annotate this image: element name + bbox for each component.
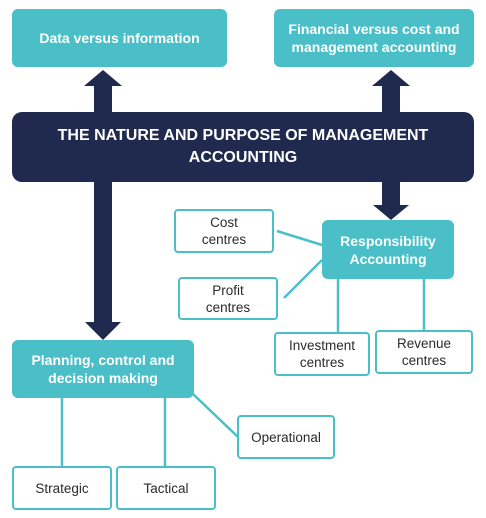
financial-vs-cost-label: Financial versus cost and management acc… — [288, 21, 460, 55]
investment-centres-box: Investment centres — [274, 332, 370, 376]
arrow-to-data-vs-info — [84, 70, 122, 112]
planning-control-label: Planning, control and decision making — [31, 352, 175, 386]
planning-control-box: Planning, control and decision making — [12, 340, 194, 398]
strategic-label: Strategic — [35, 480, 89, 496]
line-to-operational — [192, 393, 239, 438]
responsibility-accounting-label: Responsibility Accounting — [340, 232, 436, 267]
revenue-centres-label: Revenue centres — [396, 336, 452, 368]
strategic-box: Strategic — [12, 466, 112, 510]
profit-centres-label: Profit centres — [205, 282, 251, 315]
central-topic-box: THE NATURE AND PURPOSE OF MANAGEMENT ACC… — [12, 112, 474, 182]
line-to-cost-centres — [276, 229, 323, 247]
line-to-profit-centres — [283, 259, 323, 299]
investment-centres-label: Investment centres — [288, 338, 356, 370]
revenue-centres-box: Revenue centres — [375, 330, 473, 374]
tactical-label: Tactical — [143, 480, 189, 496]
financial-vs-cost-box: Financial versus cost and management acc… — [274, 9, 474, 67]
responsibility-accounting-box: Responsibility Accounting — [322, 220, 454, 279]
arrow-to-financial-vs-cost — [372, 70, 410, 112]
tactical-box: Tactical — [116, 466, 216, 510]
operational-box: Operational — [237, 415, 335, 459]
arrow-to-planning — [85, 182, 121, 340]
arrow-to-responsibility — [373, 182, 409, 220]
data-vs-information-box: Data versus information — [12, 9, 227, 67]
central-topic-title: THE NATURE AND PURPOSE OF MANAGEMENT ACC… — [57, 127, 429, 166]
operational-label: Operational — [251, 429, 321, 445]
data-vs-information-label: Data versus information — [39, 30, 200, 46]
cost-centres-label: Cost centres — [201, 215, 247, 247]
cost-centres-box: Cost centres — [174, 209, 274, 253]
profit-centres-box: Profit centres — [178, 277, 278, 320]
